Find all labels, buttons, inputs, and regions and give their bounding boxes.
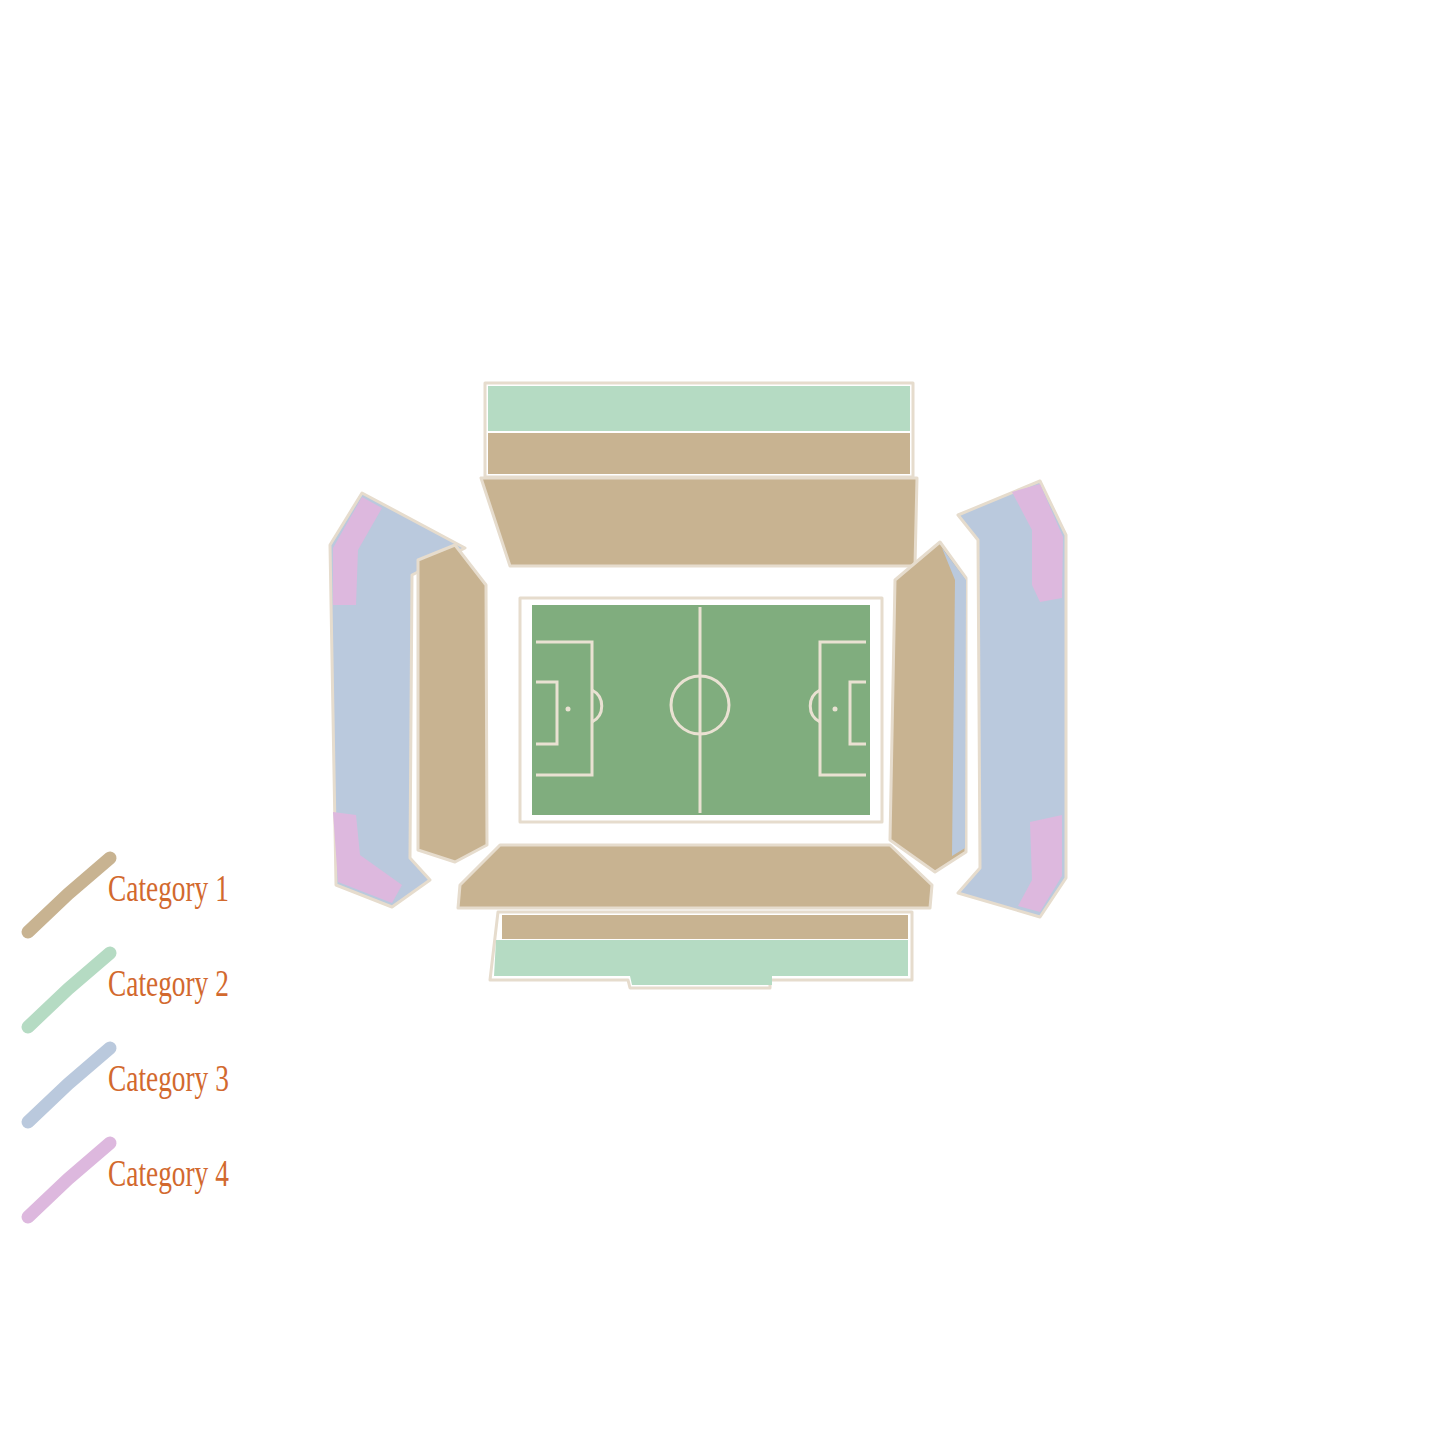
stand-outline bbox=[490, 912, 912, 988]
side-strip bbox=[942, 548, 966, 856]
pitch-markings bbox=[536, 607, 866, 813]
legend-swatch bbox=[28, 953, 110, 1027]
stand-outline bbox=[485, 383, 913, 477]
legend-swatch bbox=[28, 1048, 110, 1122]
legend-swatch bbox=[28, 1143, 110, 1217]
upper-tier bbox=[494, 940, 908, 985]
pitch bbox=[532, 605, 870, 815]
side-lower-tier bbox=[418, 545, 487, 862]
legend-swatch bbox=[28, 858, 110, 932]
legend-label: Category 4 bbox=[108, 1151, 229, 1195]
corner-section bbox=[333, 497, 382, 605]
side-lower-tier bbox=[890, 542, 966, 872]
legend-entry: Category 1 bbox=[18, 848, 278, 943]
pitch-surround bbox=[520, 598, 882, 822]
corner-section bbox=[1018, 815, 1062, 912]
corner-section bbox=[333, 812, 402, 903]
legend-label: Category 3 bbox=[108, 1056, 229, 1100]
side-upper-tier bbox=[958, 481, 1066, 917]
middle-tier bbox=[502, 915, 908, 939]
legend-swatch-box bbox=[18, 848, 128, 943]
legend-entry: Category 4 bbox=[18, 1133, 278, 1228]
upper-tier bbox=[488, 386, 910, 431]
legend-label: Category 2 bbox=[108, 961, 229, 1005]
legend-label: Category 1 bbox=[108, 866, 229, 910]
legend-entry: Category 3 bbox=[18, 1038, 278, 1133]
lower-tier bbox=[458, 845, 932, 908]
legend-entry: Category 2 bbox=[18, 943, 278, 1038]
legend-swatch-box bbox=[18, 1038, 128, 1133]
legend-swatch-box bbox=[18, 1133, 128, 1228]
lower-tier bbox=[481, 478, 917, 566]
corner-section bbox=[1012, 484, 1063, 602]
legend-swatch-box bbox=[18, 943, 128, 1038]
middle-tier bbox=[488, 433, 910, 474]
